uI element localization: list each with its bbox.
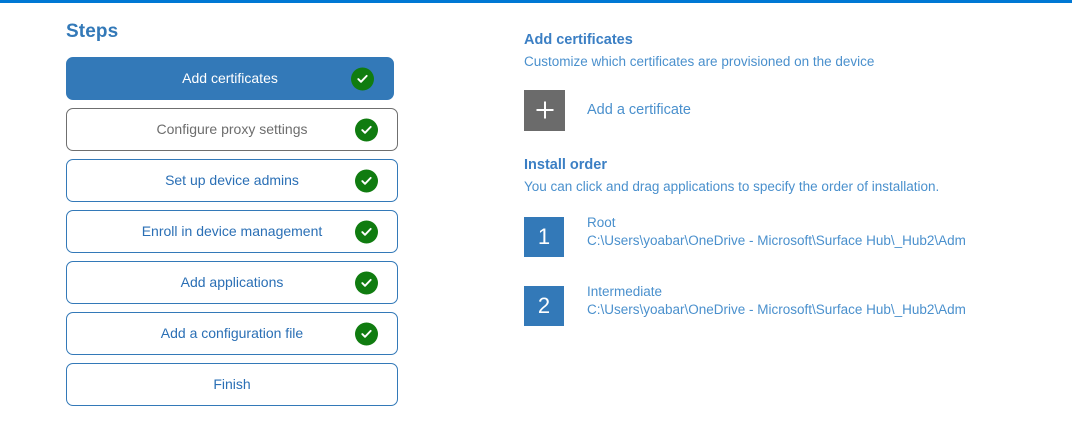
check-circle-icon <box>355 271 378 294</box>
step-label: Configure proxy settings <box>156 120 308 137</box>
step-label: Add applications <box>180 273 284 290</box>
step-label: Finish <box>213 375 251 392</box>
sidebar-item-finish[interactable]: Finish <box>66 363 398 406</box>
order-item-text: Root C:\Users\yoabar\OneDrive - Microsof… <box>587 214 966 250</box>
order-item-text: Intermediate C:\Users\yoabar\OneDrive - … <box>587 283 966 319</box>
step-label: Add certificates <box>182 69 278 86</box>
sidebar-item-add-applications[interactable]: Add applications <box>66 261 398 304</box>
install-order-heading: Install order <box>524 156 607 173</box>
install-order-subtitle: You can click and drag applications to s… <box>524 178 940 194</box>
check-circle-icon <box>355 220 378 243</box>
certificate-path: C:\Users\yoabar\OneDrive - Microsoft\Sur… <box>587 302 966 318</box>
check-circle-icon <box>351 67 374 90</box>
add-certificate-label: Add a certificate <box>587 102 691 119</box>
check-circle-icon <box>355 118 378 141</box>
step-label: Enroll in device management <box>141 222 323 239</box>
step-label: Add a configuration file <box>160 324 304 341</box>
page-subtitle: Customize which certificates are provisi… <box>524 54 875 70</box>
certificate-name: Intermediate <box>587 284 663 300</box>
install-order-section: Install order You can click and drag app… <box>524 156 1054 327</box>
sidebar-item-configure-proxy-settings[interactable]: Configure proxy settings <box>66 108 398 151</box>
detail-pane: Add certificates Customize which certifi… <box>524 31 1054 352</box>
sidebar-item-set-up-device-admins[interactable]: Set up device admins <box>66 159 398 202</box>
step-list: Add certificates Configure proxy setting… <box>66 57 398 406</box>
page-title: Add certificates <box>524 32 633 48</box>
order-number-badge: 1 <box>524 217 564 258</box>
list-item[interactable]: 2 Intermediate C:\Users\yoabar\OneDrive … <box>524 283 1054 327</box>
certificate-name: Root <box>587 215 616 231</box>
add-certificate-button[interactable]: Add a certificate <box>524 89 691 131</box>
step-label: Set up device admins <box>165 171 299 188</box>
plus-icon <box>524 89 565 131</box>
sidebar-item-add-certificates[interactable]: Add certificates <box>66 57 394 100</box>
steps-pane: Steps Add certificates Configure proxy s… <box>66 21 398 406</box>
order-number-badge: 2 <box>524 286 564 327</box>
sidebar-item-add-a-configuration-file[interactable]: Add a configuration file <box>66 312 398 355</box>
steps-heading: Steps <box>66 21 119 42</box>
check-circle-icon <box>355 169 378 192</box>
check-circle-icon <box>355 322 378 345</box>
list-item[interactable]: 1 Root C:\Users\yoabar\OneDrive - Micros… <box>524 214 1054 258</box>
install-order-list: 1 Root C:\Users\yoabar\OneDrive - Micros… <box>524 214 1054 327</box>
certificate-path: C:\Users\yoabar\OneDrive - Microsoft\Sur… <box>587 233 966 249</box>
sidebar-item-enroll-in-device-management[interactable]: Enroll in device management <box>66 210 398 253</box>
